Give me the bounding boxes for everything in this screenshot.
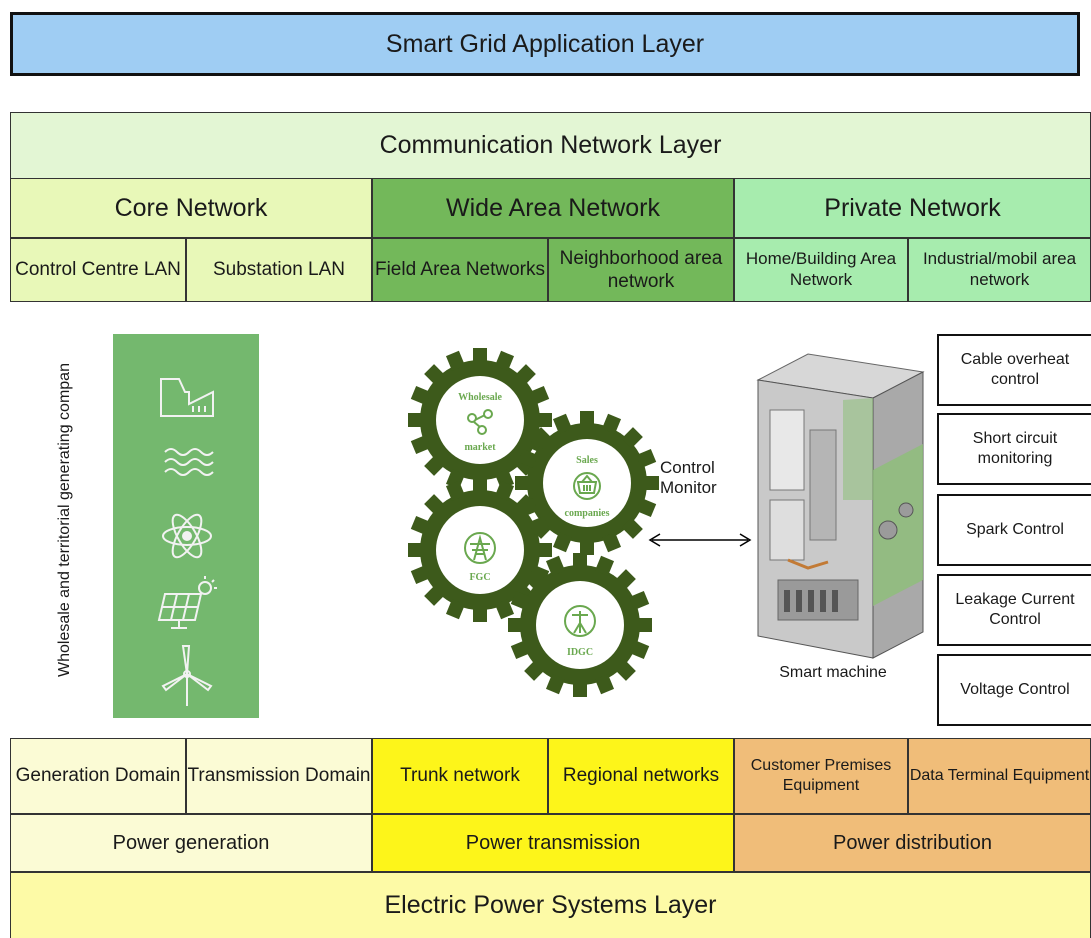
bidirectional-arrow-icon bbox=[648, 533, 752, 547]
spark-control: Spark Control bbox=[937, 494, 1091, 566]
application-layer: Smart Grid Application Layer bbox=[10, 12, 1080, 76]
wide-area-network: Wide Area Network bbox=[372, 178, 734, 238]
solar-panel-icon bbox=[157, 576, 217, 629]
electric-power-systems-layer: Electric Power Systems Layer bbox=[10, 872, 1091, 938]
private-network: Private Network bbox=[734, 178, 1091, 238]
network-nodes-icon bbox=[467, 409, 493, 435]
power-distribution: Power distribution bbox=[734, 814, 1091, 872]
power-pole-icon bbox=[564, 605, 596, 637]
gear-sales-companies: Sales companies bbox=[515, 411, 659, 555]
transmission-tower-icon bbox=[464, 532, 496, 564]
trunk-network: Trunk network bbox=[372, 738, 548, 814]
generating-companies-label: Wholesale and territorial generating com… bbox=[56, 363, 73, 677]
generation-domain: Generation Domain bbox=[10, 738, 186, 814]
home-building-area-network: Home/Building Area Network bbox=[734, 238, 908, 302]
basket-icon bbox=[573, 472, 601, 500]
generation-sources-panel bbox=[113, 334, 259, 718]
power-generation: Power generation bbox=[10, 814, 372, 872]
control-centre-lan: Control Centre LAN bbox=[10, 238, 186, 302]
communication-layer: Communication Network Layer bbox=[10, 112, 1091, 178]
gear-label-bottom: FGC bbox=[469, 572, 490, 583]
substation-lan: Substation LAN bbox=[186, 238, 372, 302]
control-monitor-label: Control Monitor bbox=[660, 458, 717, 498]
gear-label-top: Wholesale bbox=[458, 392, 502, 403]
customer-premises-equipment: Customer Premises Equipment bbox=[734, 738, 908, 814]
industrial-mobil-area-network: Industrial/mobil area network bbox=[908, 238, 1091, 302]
neighborhood-area-network: Neighborhood area network bbox=[548, 238, 734, 302]
voltage-control: Voltage Control bbox=[937, 654, 1091, 726]
cable-overheat-control: Cable overheat control bbox=[937, 334, 1091, 406]
leakage-current-control: Leakage Current Control bbox=[937, 574, 1091, 646]
gear-label-top: Sales bbox=[576, 455, 598, 466]
data-terminal-equipment: Data Terminal Equipment bbox=[908, 738, 1091, 814]
gear-fgc: FGC bbox=[408, 478, 552, 622]
transmission-domain: Transmission Domain bbox=[186, 738, 372, 814]
gear-wholesale-market: Wholesale market bbox=[408, 348, 552, 492]
gear-label-bottom: IDGC bbox=[567, 647, 593, 658]
gear-label-bottom: companies bbox=[565, 508, 610, 519]
short-circuit-monitoring: Short circuit monitoring bbox=[937, 413, 1091, 485]
factory-icon bbox=[160, 378, 214, 417]
smart-machine-image bbox=[756, 353, 925, 659]
water-waves-icon bbox=[164, 448, 214, 476]
market-gears: Wholesale market Sales companies FGC bbox=[408, 348, 659, 697]
atom-icon bbox=[162, 513, 212, 559]
power-transmission: Power transmission bbox=[372, 814, 734, 872]
gear-idgc: IDGC bbox=[508, 553, 652, 697]
regional-networks: Regional networks bbox=[548, 738, 734, 814]
wind-turbine-icon bbox=[161, 645, 213, 706]
field-area-networks: Field Area Networks bbox=[372, 238, 548, 302]
gear-label-bottom: market bbox=[464, 442, 496, 453]
core-network: Core Network bbox=[10, 178, 372, 238]
smart-machine-label: Smart machine bbox=[779, 664, 887, 681]
